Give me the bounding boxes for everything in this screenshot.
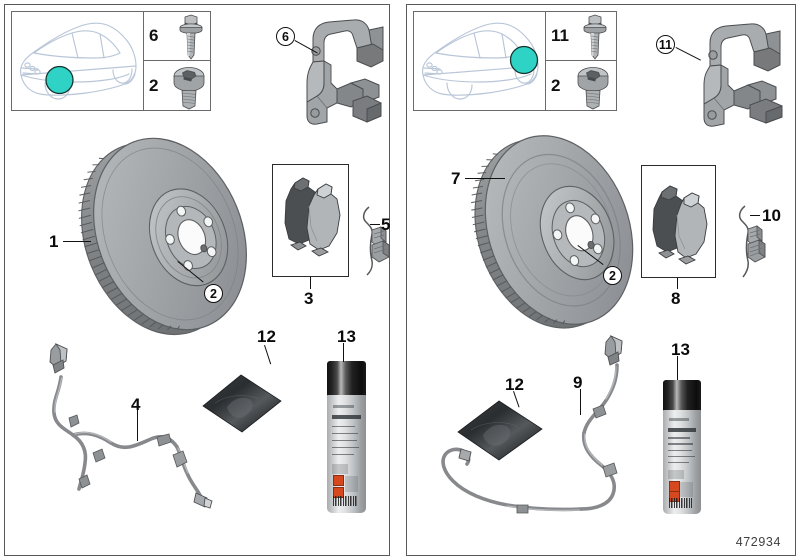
callout-5: 5	[381, 215, 391, 234]
callout-7-leader	[465, 178, 505, 180]
callout-1-leader	[63, 241, 91, 243]
brake-disc-front	[78, 137, 247, 336]
wheel-position-marker-front	[45, 65, 74, 95]
pad-retaining-spring-rear	[738, 205, 766, 278]
brake-disc-rear	[471, 135, 634, 329]
bolt-cell-2-rear: 2	[545, 60, 617, 111]
callout-4: 4	[131, 395, 141, 414]
callout-3-leader	[310, 277, 312, 289]
callout-2-text-rear: 2	[609, 268, 616, 283]
callout-11-circle: 11	[656, 35, 675, 54]
spray-brand-text-rear	[669, 418, 689, 422]
brake-pad-wear-sensor-front	[49, 342, 213, 509]
flange-hex-bolt-icon-rear	[583, 14, 607, 60]
hazard-pictogram-1-rear	[669, 480, 681, 492]
car-silhouette-front-icon	[20, 22, 137, 100]
caliper-carrier-rear	[703, 23, 783, 127]
bolt-cell-2-front-label: 2	[149, 75, 159, 95]
spray-body	[327, 395, 366, 513]
lubricant-sachet-rear	[457, 400, 543, 461]
brake-cleaner-spray-rear	[663, 380, 701, 514]
callout-3: 3	[304, 289, 314, 308]
callout-13-rear: 13	[671, 340, 690, 359]
spray-barcode-rear	[668, 497, 693, 508]
callout-4-leader	[137, 409, 139, 441]
panel-rear-axle: 11 2	[406, 4, 796, 556]
pad-retaining-spring-front	[362, 206, 390, 276]
brake-pad-set-rear-box	[641, 165, 716, 278]
flange-hex-bolt-icon	[179, 14, 203, 60]
callout-5-leader	[370, 224, 380, 226]
spray-barcode	[332, 495, 358, 506]
bolt-cell-11-label: 11	[551, 26, 569, 45]
spray-headline-text	[332, 415, 362, 420]
callout-1: 1	[49, 232, 59, 251]
car-inset-rear	[413, 11, 546, 111]
callout-13-front: 13	[337, 327, 356, 346]
callout-13-leader-front	[343, 343, 345, 362]
callout-2-circle-front: 2	[204, 284, 223, 303]
callout-11-text: 11	[658, 37, 673, 52]
part-number: 472934	[735, 535, 781, 549]
caliper-carrier-front	[306, 19, 384, 125]
lubricant-sachet-front	[202, 374, 282, 433]
wheel-position-marker-rear	[509, 45, 539, 75]
callout-7: 7	[451, 169, 461, 188]
brake-pad-set-front-box	[272, 164, 349, 277]
bolt-cell-2-rear-label: 2	[551, 75, 561, 95]
spray-body-rear	[663, 410, 701, 514]
callout-12-front: 12	[257, 327, 276, 346]
hazard-pictogram-1	[333, 475, 345, 487]
callout-10: 10	[762, 206, 781, 225]
bolt-cell-6: 6	[143, 11, 211, 61]
bolt-cell-2-front: 2	[143, 60, 211, 111]
bolt-cell-11: 11	[545, 11, 617, 61]
callout-8-leader	[677, 278, 679, 289]
spray-brand-text	[333, 404, 354, 408]
brake-pad-wear-sensor-rear	[441, 334, 623, 514]
countersunk-socket-screw-icon-rear	[577, 67, 609, 110]
callout-13-leader-rear	[677, 356, 679, 380]
brake-pads-rear-icon	[652, 185, 708, 265]
callout-6-text: 6	[282, 29, 289, 44]
callout-2-text-front: 2	[210, 286, 217, 301]
callout-9: 9	[573, 373, 583, 392]
car-inset-front	[11, 11, 144, 111]
callout-12-rear: 12	[505, 375, 524, 394]
callout-8: 8	[671, 289, 681, 308]
callout-12-leader-front	[263, 345, 272, 365]
spray-cap-icon-rear	[663, 380, 701, 411]
panel-front-axle: 6 2	[4, 4, 390, 556]
spray-cap-icon	[327, 361, 366, 396]
car-silhouette-rear-icon	[422, 22, 539, 100]
countersunk-socket-screw-icon	[173, 67, 205, 110]
bolt-cell-6-label: 6	[149, 26, 159, 45]
brake-pads-front-icon	[284, 177, 341, 257]
spray-headline-text-rear	[668, 427, 697, 432]
callout-9-leader	[580, 389, 582, 415]
callout-10-leader	[750, 215, 760, 217]
callout-6-circle: 6	[276, 27, 295, 46]
callout-2-circle-rear: 2	[603, 266, 622, 285]
brake-cleaner-spray-front	[327, 361, 366, 513]
